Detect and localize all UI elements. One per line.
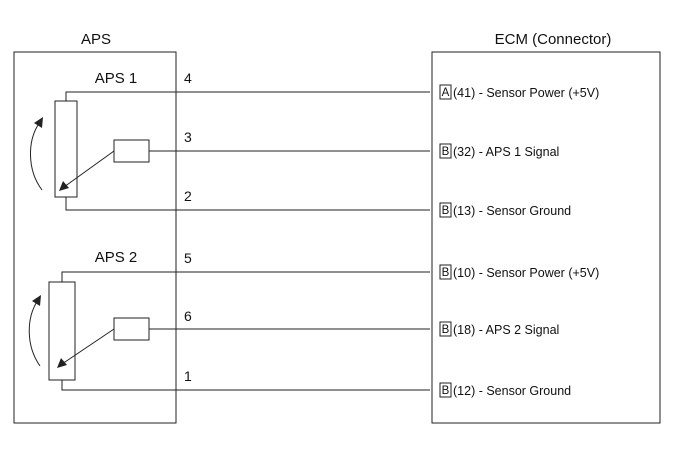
aps2-signal-box [113, 317, 150, 341]
ecm-connector-box-letter [439, 382, 452, 398]
aps2-power-wire [61, 271, 430, 282]
ecm-terminal-label: (18) - APS 2 Signal [453, 323, 559, 337]
aps2-pin-signal: 6 [184, 308, 192, 324]
aps2-label: APS 2 [95, 249, 138, 266]
ecm-terminal-label: (12) - Sensor Ground [453, 384, 571, 398]
ecm-connector-letter: B [442, 205, 450, 217]
aps1-pin-signal: 3 [184, 129, 192, 145]
ecm-terminal-label: (41) - Sensor Power (+5V) [453, 86, 599, 100]
ecm-connector-letter: B [442, 324, 450, 336]
aps2-wiper-line [61, 328, 115, 365]
ecm-connector-box [431, 51, 661, 424]
aps2-pin-ground: 1 [184, 368, 192, 384]
ecm-terminal-label: (13) - Sensor Ground [453, 204, 571, 218]
ecm-connector-box-letter [439, 202, 452, 218]
ecm-connector-letter: A [442, 87, 450, 99]
ecm-connector-box-letter [439, 264, 452, 280]
ecm-connector-letter: B [442, 267, 450, 279]
aps1-label: APS 1 [95, 70, 138, 87]
aps1-wiper-arrowhead [59, 181, 69, 191]
ecm-terminal-label: (32) - APS 1 Signal [453, 145, 559, 159]
aps1-power-wire [65, 91, 430, 101]
ecm-connector-box-letter [439, 84, 452, 100]
aps1-motion-arc [30, 121, 43, 191]
aps1-pin-ground: 2 [184, 188, 192, 204]
aps2-pin-power: 5 [184, 250, 192, 266]
aps1-signal-box [113, 139, 150, 163]
ecm-terminals: A (41) - Sensor Power (+5V) B (32) - APS… [439, 84, 599, 398]
ecm-connector-letter: B [442, 146, 450, 158]
aps2-sensor: APS 2 5 6 1 [28, 249, 430, 391]
aps1-ground-wire [65, 197, 430, 211]
aps-title: APS [81, 31, 111, 48]
ecm-title: ECM (Connector) [495, 31, 612, 48]
aps1-sensor: APS 1 4 3 2 [30, 70, 430, 211]
ecm-terminal-label: (10) - Sensor Power (+5V) [453, 266, 599, 280]
aps1-resistor [54, 100, 78, 198]
aps2-motion-arrowhead [32, 295, 41, 306]
aps1-pin-power: 4 [184, 70, 192, 86]
ecm-connector-letter: B [442, 385, 450, 397]
aps-module-box [13, 51, 177, 424]
ecm-connector-box-letter [439, 143, 452, 159]
aps1-wiper-line [63, 150, 115, 188]
aps1-motion-arrowhead [34, 117, 43, 128]
ecm-connector-box-letter [439, 321, 452, 337]
aps2-wiper-arrowhead [57, 358, 67, 368]
aps2-motion-arc [28, 299, 41, 367]
aps2-ground-wire [61, 380, 430, 391]
